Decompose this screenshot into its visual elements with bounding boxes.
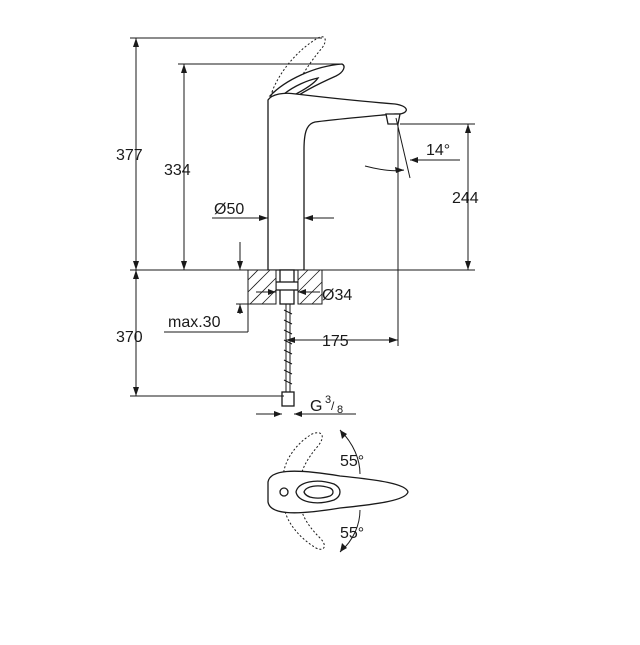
label-thread: G xyxy=(310,398,322,415)
label-hose-length: 370 xyxy=(116,329,143,346)
label-body-diameter: Ø50 xyxy=(214,201,244,218)
label-projection: 175 xyxy=(322,333,349,350)
dimension-labels: 377 334 Ø50 14° 244 Ø34 max.30 175 370 G… xyxy=(116,142,479,542)
lever-right-ghost xyxy=(283,499,325,550)
label-total-height: 377 xyxy=(116,147,143,164)
deck-hatch-left xyxy=(247,269,277,305)
mount-nut xyxy=(275,281,299,291)
hose-connector xyxy=(281,391,295,407)
faucet-body xyxy=(267,92,407,271)
lever-pivot xyxy=(279,487,289,497)
spout-aerator xyxy=(385,113,401,125)
lever-slot xyxy=(282,77,320,97)
faucet-side-view xyxy=(130,36,475,407)
label-thread-num: 3 xyxy=(325,394,331,406)
deck-hatch-right xyxy=(297,269,323,305)
label-deck-thickness: max.30 xyxy=(168,314,221,331)
label-hole-diameter: Ø34 xyxy=(322,287,352,304)
dimension-lines xyxy=(130,37,475,417)
flex-hose xyxy=(283,304,293,392)
label-spout-height: 334 xyxy=(164,162,191,179)
label-thread-den: 8 xyxy=(337,404,343,416)
lever-top-slot-inner xyxy=(303,485,334,499)
label-lever-angle-bottom: 55° xyxy=(340,525,364,542)
label-spout-angle: 14° xyxy=(426,142,450,159)
label-thread-slash: / xyxy=(331,399,335,413)
label-lever-angle-top: 55° xyxy=(340,453,364,470)
faucet-top-view xyxy=(267,429,409,553)
label-outlet-height: 244 xyxy=(452,190,479,207)
